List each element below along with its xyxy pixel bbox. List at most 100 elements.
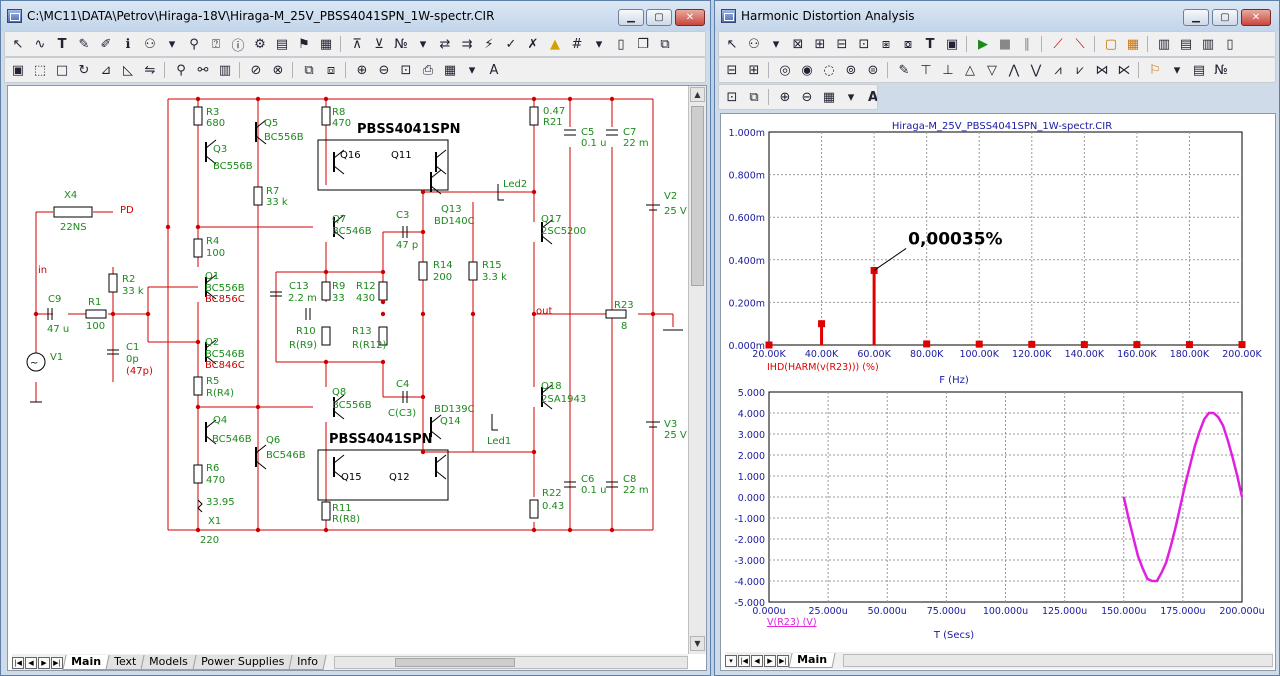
grid-icon[interactable]: ⊞ [748, 62, 760, 78]
component-icon[interactable]: ⚇ [144, 36, 156, 52]
current-icon[interactable]: ⇄ [439, 36, 451, 52]
auto-scale-icon[interactable]: ⧆ [881, 36, 891, 52]
tab-first-icon[interactable]: |◀ [12, 656, 24, 669]
scale-icon[interactable]: ⊠ [792, 36, 804, 52]
cursor-2-icon[interactable]: ◉ [801, 62, 813, 78]
columns-icon[interactable]: ▥ [1201, 36, 1215, 52]
dropdown-4-icon[interactable]: ▾ [468, 62, 476, 78]
analysis-titlebar[interactable]: Harmonic Distortion Analysis ▁ ▢ ✕ [715, 1, 1279, 31]
fit-icon[interactable]: ⊡ [726, 89, 738, 105]
vertical-scrollbar[interactable]: ▲ ▼ [688, 86, 706, 654]
box-icon[interactable]: □ [55, 62, 69, 78]
stop-icon[interactable]: ■ [998, 36, 1012, 52]
paste-icon[interactable]: ▦ [319, 36, 333, 52]
scale-x-icon[interactable]: ⊞ [814, 36, 826, 52]
node-voltage-icon[interactable]: ⊼ [352, 36, 362, 52]
analysis-tab-main[interactable]: Main [788, 653, 836, 668]
split-icon[interactable]: ⊟ [726, 62, 738, 78]
analysis-tab-next-icon[interactable]: ▶ [764, 654, 776, 667]
maximize-button[interactable]: ▢ [646, 9, 672, 26]
zoom-out-icon[interactable]: ⊖ [801, 89, 813, 105]
flow-icon[interactable]: ⇉ [461, 36, 473, 52]
analysis-horizontal-scrollbar[interactable] [842, 654, 1273, 667]
cursor-1-icon[interactable]: ◎ [779, 62, 791, 78]
schematic-titlebar[interactable]: C:\MC11\DATA\Petrov\Hiraga-18V\Hiraga-M_… [1, 1, 710, 31]
warning-icon[interactable]: ▲ [550, 36, 560, 52]
mirror-y-icon[interactable]: ◺ [123, 62, 133, 78]
cancel-icon[interactable]: ⊗ [272, 62, 284, 78]
tab-info[interactable]: Info [288, 655, 327, 670]
probe-icon[interactable]: ✗ [527, 36, 539, 52]
table-icon[interactable]: ▦ [1126, 36, 1140, 52]
font-icon[interactable]: A [867, 89, 878, 105]
cursor-4-icon[interactable]: ⊚ [845, 62, 857, 78]
tab-power-supplies[interactable]: Power Supplies [192, 655, 293, 670]
restore-scale-icon[interactable]: ⊡ [858, 36, 870, 52]
analysis-tab-prev-icon[interactable]: ◀ [751, 654, 763, 667]
analysis-close-button[interactable]: ✕ [1241, 9, 1271, 26]
tab-text[interactable]: Text [105, 655, 145, 670]
analysis-tab-last-icon[interactable]: ▶| [777, 654, 789, 667]
grid-icon[interactable]: # [571, 36, 583, 52]
text-icon[interactable]: T [925, 36, 935, 52]
tag-dropdown-icon[interactable]: ▾ [1173, 62, 1181, 78]
scroll-down-icon[interactable]: ▼ [690, 636, 705, 651]
bottom-icon[interactable]: ⋉ [1117, 62, 1131, 78]
wire-draw-icon[interactable]: ✎ [78, 36, 90, 52]
cascade-icon[interactable]: ⧈ [326, 62, 336, 78]
slope-icon[interactable]: ⋀ [1008, 62, 1020, 78]
minimize-button[interactable]: ▁ [618, 9, 644, 26]
dropdown-icon[interactable]: ▾ [772, 36, 780, 52]
select-icon[interactable]: ↖ [12, 36, 24, 52]
pen-icon[interactable]: ✐ [100, 36, 112, 52]
pin-icon[interactable]: ⊻ [374, 36, 384, 52]
tab-main[interactable]: Main [62, 655, 110, 670]
help-icon[interactable]: ⍰ [212, 36, 220, 52]
high-icon[interactable]: △ [965, 62, 975, 78]
library-icon[interactable]: ▥ [218, 62, 232, 78]
property-icon[interactable]: ▣ [11, 62, 25, 78]
edit-icon[interactable]: ✎ [898, 62, 910, 78]
check-icon[interactable]: ✓ [505, 36, 517, 52]
tab-models[interactable]: Models [140, 655, 197, 670]
panel-icon[interactable]: ▯ [1226, 36, 1234, 52]
window-icon[interactable]: ⧉ [660, 36, 670, 52]
bounding-icon[interactable]: ⬚ [33, 62, 47, 78]
dropdown-2-icon[interactable]: ▾ [419, 36, 427, 52]
print-icon[interactable]: ⎙ [422, 62, 434, 78]
run-icon[interactable]: ▶ [978, 36, 988, 52]
properties-icon[interactable]: ▣ [945, 36, 959, 52]
copy-icon[interactable]: ❐ [637, 36, 649, 52]
flip-icon[interactable]: ⇋ [144, 62, 156, 78]
grid-text-icon[interactable]: ▤ [275, 36, 289, 52]
mirror-x-icon[interactable]: ⊿ [100, 62, 112, 78]
low-icon[interactable]: ▽ [987, 62, 997, 78]
tab-last-icon[interactable]: ▶| [51, 656, 63, 669]
tab-next-icon[interactable]: ▶ [38, 656, 50, 669]
global-high-icon[interactable]: ⩘ [1054, 62, 1062, 78]
layout-icon[interactable]: ▦ [443, 62, 457, 78]
select-icon[interactable]: ↖ [726, 36, 738, 52]
rotate-icon[interactable]: ↻ [78, 62, 90, 78]
numeric-icon[interactable]: № [1214, 62, 1228, 78]
vertical-scroll-thumb[interactable] [691, 106, 704, 286]
global-low-icon[interactable]: ⩗ [1076, 62, 1084, 78]
layout-dropdown-icon[interactable]: ▾ [847, 89, 855, 105]
power-icon[interactable]: ⚡ [484, 36, 494, 52]
list-icon[interactable]: ▤ [1179, 36, 1193, 52]
binoculars-icon[interactable]: ⚯ [197, 62, 209, 78]
peak-icon[interactable]: ⊤ [920, 62, 932, 78]
node-icon[interactable]: ⚲ [189, 36, 199, 52]
zoom-out-icon[interactable]: ⊖ [378, 62, 390, 78]
info-icon[interactable]: ℹ [125, 36, 131, 52]
trace-icon[interactable]: ⟋ [1053, 36, 1063, 52]
tag-icon[interactable]: ⚐ [1149, 62, 1161, 78]
pause-icon[interactable]: ∥ [1023, 36, 1031, 52]
scroll-up-icon[interactable]: ▲ [690, 87, 705, 102]
valley-icon[interactable]: ⊥ [942, 62, 954, 78]
close-button[interactable]: ✕ [675, 9, 705, 26]
zoom-fit-icon[interactable]: ⊡ [400, 62, 412, 78]
wire-icon[interactable]: ∿ [34, 36, 46, 52]
